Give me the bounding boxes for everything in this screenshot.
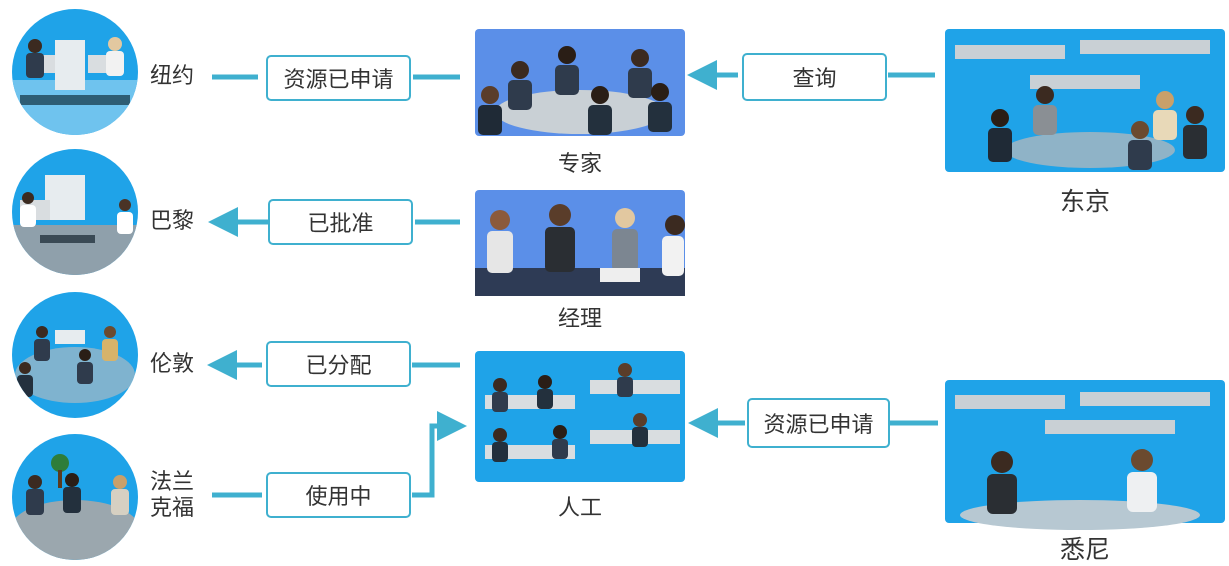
office-picture-london bbox=[12, 292, 138, 418]
expert-picture bbox=[475, 29, 685, 136]
status-in-use: 使用中 bbox=[266, 472, 411, 518]
office-label-newyork: 纽约 bbox=[150, 64, 195, 89]
tokyo-picture bbox=[945, 29, 1225, 172]
status-query: 查询 bbox=[742, 53, 887, 101]
sydney-picture bbox=[945, 380, 1225, 530]
node-label-agent: 人工 bbox=[557, 496, 602, 521]
status-requested-right: 资源已申请 bbox=[747, 398, 890, 448]
office-picture-newyork bbox=[12, 9, 138, 135]
node-label-manager: 经理 bbox=[557, 307, 602, 332]
node-label-expert: 专家 bbox=[557, 152, 602, 177]
manager-picture bbox=[475, 190, 685, 296]
status-assigned: 已分配 bbox=[266, 341, 411, 387]
agent-picture bbox=[475, 351, 685, 482]
office-picture-frankfurt bbox=[12, 434, 138, 560]
office-label-paris: 巴黎 bbox=[150, 209, 195, 234]
office-picture-paris bbox=[12, 149, 138, 275]
connector-inuse-agent bbox=[412, 411, 467, 498]
status-requested-left: 资源已申请 bbox=[266, 55, 411, 101]
office-label-frankfurt: 法兰 克福 bbox=[150, 470, 195, 521]
connectors bbox=[207, 60, 938, 498]
node-label-sydney: 悉尼 bbox=[1059, 535, 1110, 564]
status-approved: 已批准 bbox=[268, 199, 413, 245]
office-label-london: 伦敦 bbox=[150, 352, 195, 377]
node-label-tokyo: 东京 bbox=[1059, 187, 1110, 216]
